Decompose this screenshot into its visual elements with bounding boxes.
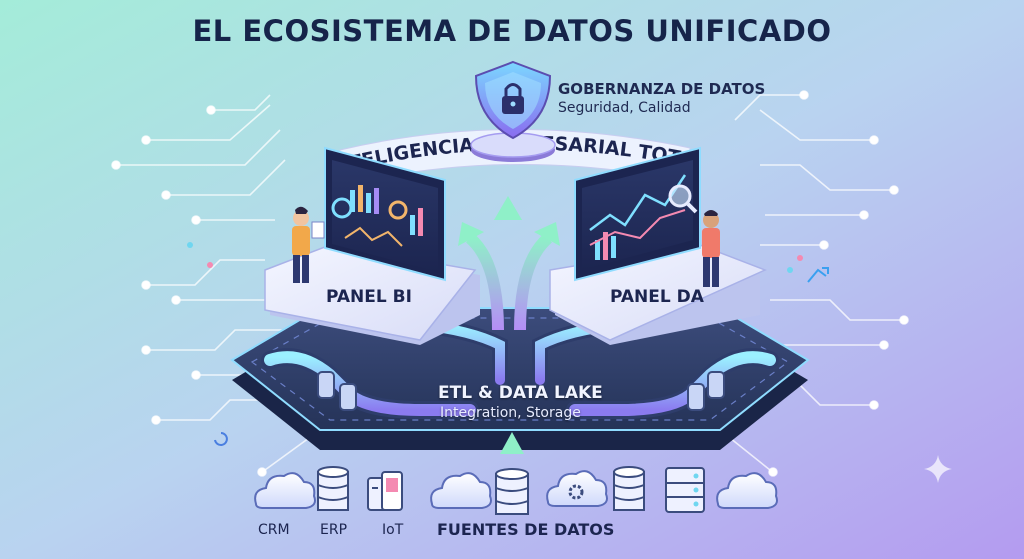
etl-subtitle: Integration, Storage [440, 405, 581, 421]
source-label-erp: ERP [320, 522, 347, 538]
source-label-iot: IoT [382, 522, 403, 538]
source-icons-row [255, 467, 777, 514]
etl-title: ETL & DATA LAKE [438, 383, 603, 403]
server-icon [666, 468, 704, 512]
panel-da-label: PANEL DA [610, 287, 704, 307]
database-icon [496, 469, 528, 514]
database-icon [318, 467, 348, 510]
governance-title: GOBERNANZA DE DATOS [558, 80, 765, 98]
iot-device-icon [368, 472, 402, 510]
diagram-title: EL ECOSISTEMA DE DATOS UNIFICADO [0, 14, 1024, 48]
panel-bi-label: PANEL BI [326, 287, 412, 307]
database-icon [614, 467, 644, 510]
governance-subtitle: Seguridad, Calidad [558, 100, 691, 116]
source-label-crm: CRM [258, 522, 290, 538]
sources-title: FUENTES DE DATOS [437, 520, 614, 539]
